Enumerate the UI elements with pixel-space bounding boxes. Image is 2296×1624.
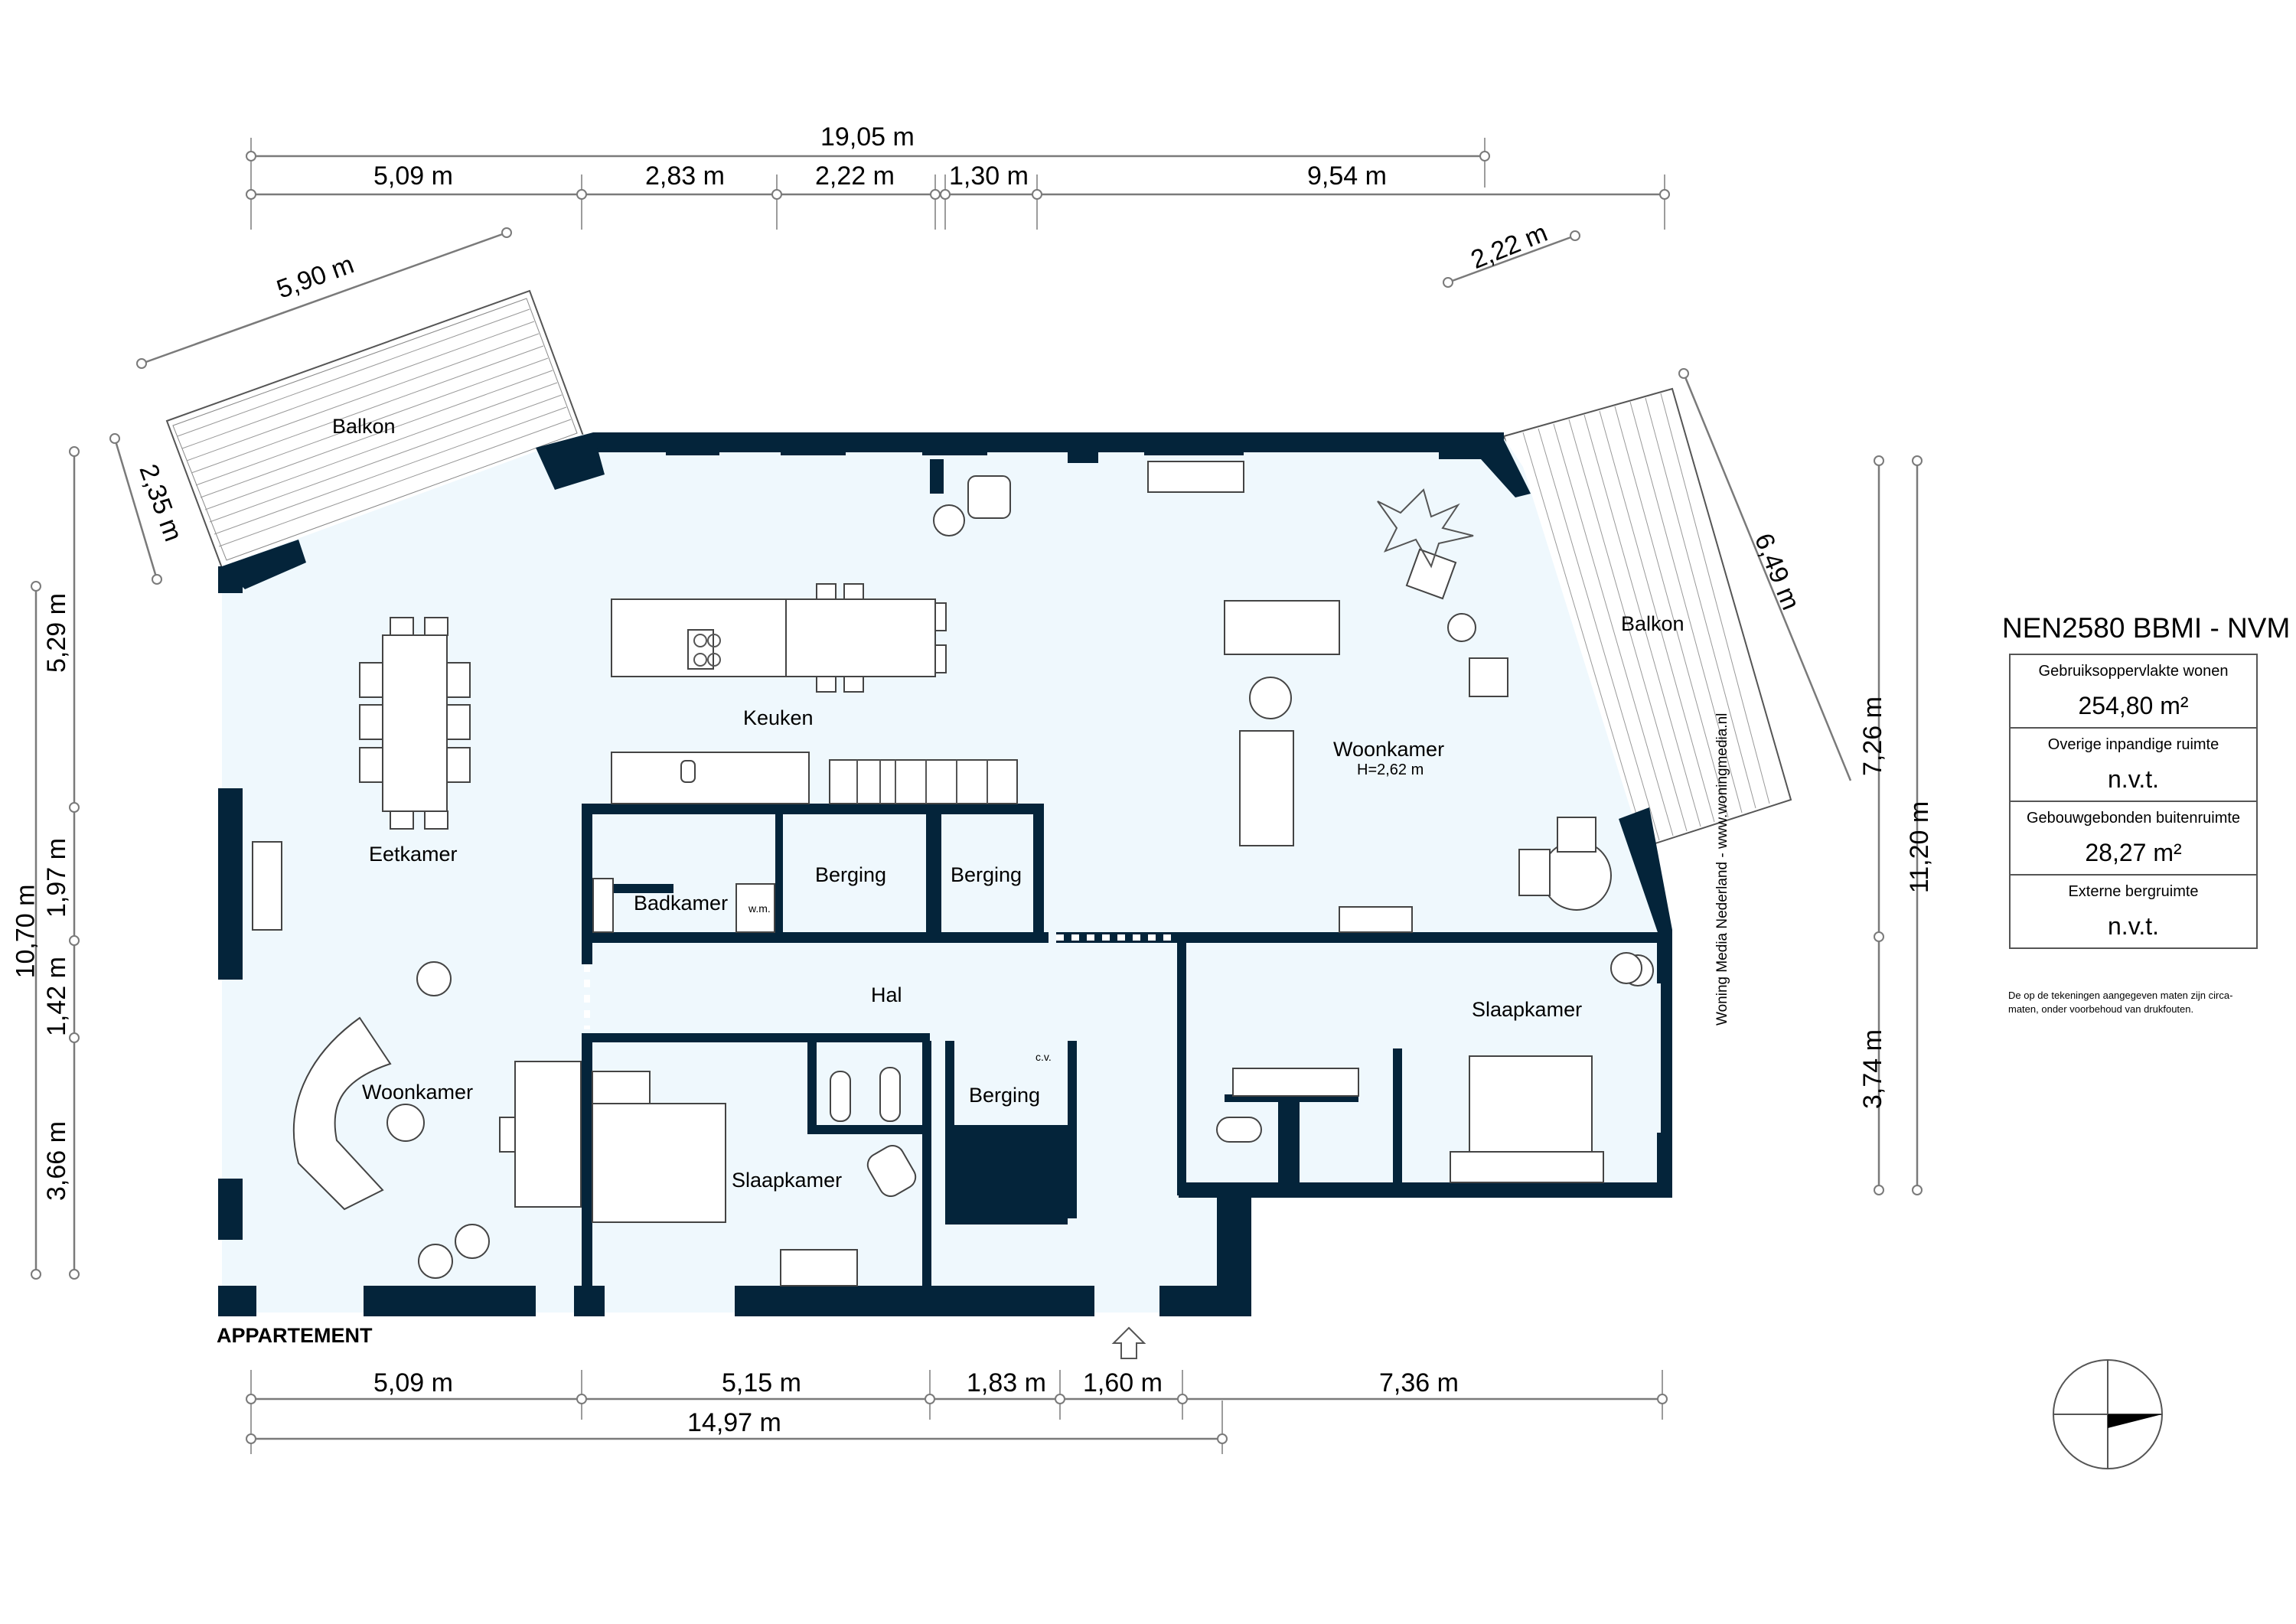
cv-label: c.v.: [1035, 1051, 1052, 1063]
bedroom-furniture-2: [1232, 952, 1642, 1183]
room-label-balkon-right: Balkon: [1621, 612, 1684, 635]
legend-row-buitenruimte: Gebouwgebonden buitenruimte 28,27 m²: [2011, 802, 2256, 876]
level-label: APPARTEMENT: [217, 1324, 373, 1347]
room-label-slaapkamer-2: Slaapkamer: [1472, 998, 1583, 1021]
room-label-keuken: Keuken: [743, 706, 814, 729]
dim-left-seg-2: 1,97 m: [41, 838, 71, 918]
openings: [584, 934, 1177, 1029]
cabinet: [252, 841, 282, 931]
legend-row-gebruiksoppervlakte: Gebruiksoppervlakte wonen 254,80 m²: [2011, 655, 2256, 729]
dim-top-seg-2: 2,83 m: [645, 161, 725, 191]
entrance-arrow-icon: [1111, 1326, 1146, 1359]
dim-bottom-seg-2: 5,15 m: [722, 1368, 801, 1397]
room-label-balkon-left: Balkon: [332, 415, 396, 438]
plant: [1377, 488, 1474, 569]
dim-bottom-seg-4: 1,60 m: [1083, 1368, 1163, 1397]
dim-bottom-seg-5: 7,36 m: [1379, 1368, 1459, 1397]
dim-top-seg-1: 5,09 m: [373, 161, 453, 191]
exterior-walls: [218, 432, 1672, 1316]
dim-top-total: 19,05 m: [820, 122, 915, 152]
room-label-slaapkamer-1: Slaapkamer: [732, 1169, 843, 1192]
dim-right-total: 11,20 m: [1905, 801, 1935, 894]
dim-left-seg-1: 5,29 m: [41, 593, 71, 673]
room-label-hal: Hal: [871, 983, 902, 1006]
room-label-berging-2: Berging: [951, 863, 1022, 886]
room-label-berging-3: Berging: [969, 1084, 1041, 1107]
legend-row-externe: Externe bergruimte n.v.t.: [2011, 876, 2256, 947]
legend-value: n.v.t.: [2108, 912, 2159, 940]
disclaimer: De op de tekeningen aangegeven maten zij…: [2008, 990, 2233, 1015]
living-furniture-main: [933, 461, 1654, 986]
bedroom-furniture-1: [592, 1071, 917, 1286]
watermark: Woning Media Nederland - www.woningmedia…: [1714, 713, 1730, 1026]
dim-top-seg-4: 1,30 m: [949, 161, 1029, 191]
dim-right-seg-2: 3,74 m: [1857, 1029, 1887, 1109]
legend-value: 28,27 m²: [2085, 839, 2182, 866]
kitchen-island: [611, 583, 947, 693]
room-label-eetkamer: Eetkamer: [369, 843, 458, 866]
kitchen-counter: [611, 752, 1018, 804]
legend-caption: Gebouwgebonden buitenruimte: [2026, 810, 2241, 827]
legend-caption: Gebruiksoppervlakte wonen: [2038, 663, 2229, 680]
dim-top-seg-3: 2,22 m: [815, 161, 895, 191]
interior-walls: [582, 804, 1668, 1316]
north-arrow-icon: [2053, 1359, 2163, 1469]
legend-caption: Overige inpandige ruimte: [2047, 736, 2219, 753]
dim-right-seg-1: 7,26 m: [1857, 696, 1887, 776]
dim-top-seg-5: 9,54 m: [1307, 161, 1387, 191]
legend-title: NEN2580 BBMI - NVM: [2002, 612, 2291, 644]
dim-left-seg-3: 1,42 m: [41, 957, 71, 1036]
legend-value: n.v.t.: [2108, 765, 2159, 793]
living-furniture-left: [292, 961, 582, 1279]
room-label-woonkamer-left: Woonkamer: [362, 1081, 474, 1104]
dim-left-seg-4: 3,66 m: [41, 1121, 71, 1201]
legend-row-overige: Overige inpandige ruimte n.v.t.: [2011, 729, 2256, 802]
room-height-label: H=2,62 m: [1357, 761, 1424, 778]
dim-bottom-seg-3: 1,83 m: [967, 1368, 1046, 1397]
legend-caption: Externe bergruimte: [2068, 883, 2199, 900]
dining-table: [359, 617, 471, 830]
dimension-lines: [31, 138, 1923, 1454]
dim-bottom-seg-1: 5,09 m: [373, 1368, 453, 1397]
room-label-berging-1: Berging: [815, 863, 887, 886]
bathroom-fixtures: [592, 878, 1262, 1143]
balcony-left: [165, 289, 585, 569]
dim-bottom-total: 14,97 m: [687, 1408, 781, 1437]
area-legend-table: Gebruiksoppervlakte wonen 254,80 m² Over…: [2009, 654, 2258, 949]
legend-value: 254,80 m²: [2078, 692, 2189, 719]
washing-machine-label: w.m.: [748, 902, 771, 915]
room-label-woonkamer-main: Woonkamer: [1333, 738, 1445, 761]
room-label-badkamer: Badkamer: [634, 892, 729, 915]
dim-left-total: 10,70 m: [11, 884, 41, 979]
